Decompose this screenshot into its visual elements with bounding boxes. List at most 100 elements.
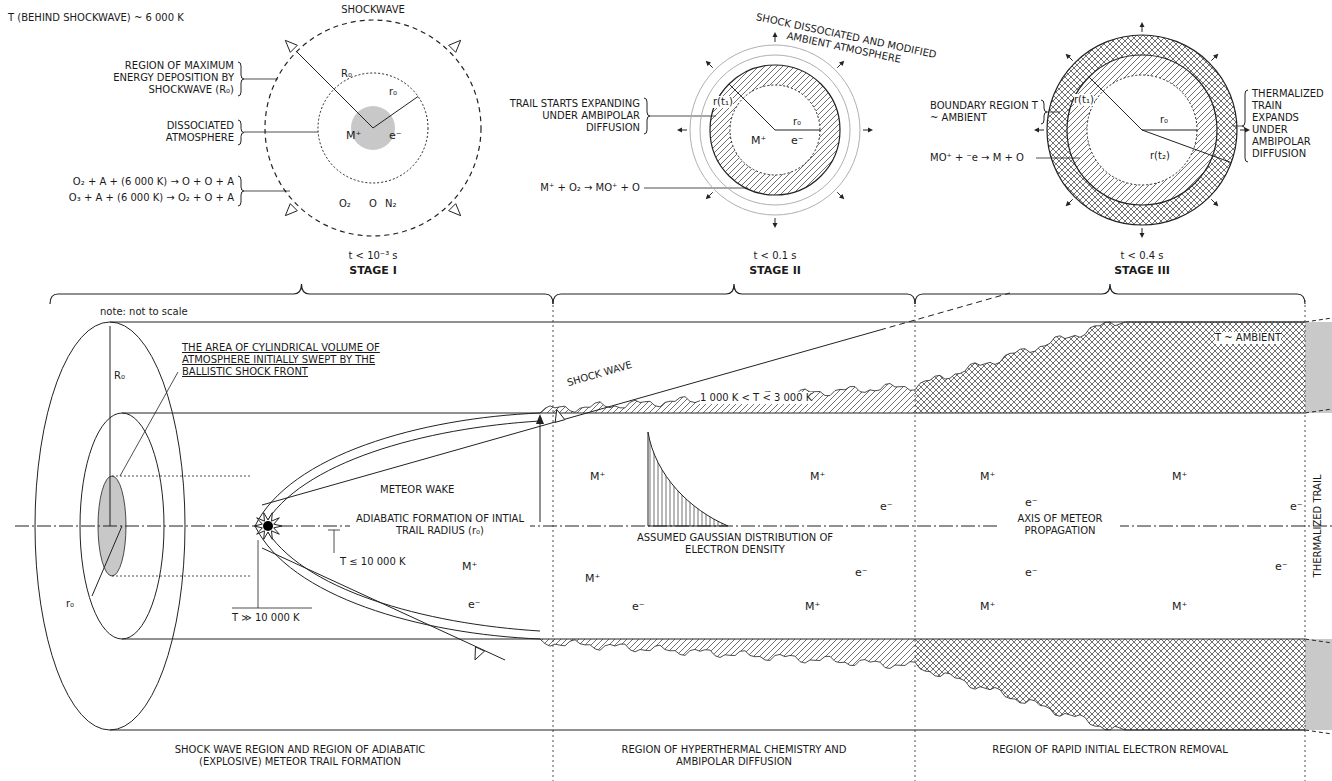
cross-section-outline — [1032, 20, 1252, 240]
annotation-label: t < 0.4 s — [1121, 250, 1164, 262]
annotation-label: T ≤ 10 000 K — [340, 556, 406, 568]
radius-line — [1089, 77, 1142, 130]
annotation-label: e⁻ — [880, 500, 893, 513]
arrow-head — [1140, 233, 1145, 238]
radius-dimension — [540, 421, 541, 522]
node-label: r₀ — [1160, 114, 1168, 126]
annotation-label: M⁺ — [462, 560, 477, 573]
arrow-head — [475, 647, 485, 660]
expansion-arrow — [837, 64, 841, 68]
annotation-label: e⁻ — [1290, 500, 1303, 513]
radius-line — [297, 52, 373, 128]
arrow-head — [1066, 201, 1071, 206]
cross-section-outline — [253, 8, 493, 248]
temperature-marker — [232, 608, 312, 609]
annotation-label: T (BEHIND SHOCKWAVE) ~ 6 000 K — [8, 12, 184, 24]
expansion-arrow — [682, 130, 687, 131]
leader-line — [650, 116, 716, 117]
arrow-head — [449, 204, 461, 216]
curly-brace — [238, 176, 244, 206]
expansion-arrow — [863, 130, 868, 131]
trail-edge-continuation — [1305, 318, 1332, 322]
arrow-head — [706, 61, 711, 66]
annotation-label: M⁺ — [585, 572, 600, 585]
annotation-label: M⁺ — [980, 600, 995, 613]
expansion-arrow — [709, 192, 713, 196]
gaussian-profile — [648, 432, 728, 526]
expansion-arrow — [837, 192, 841, 196]
shock-wave-line — [880, 293, 1010, 330]
stage-cross-section: SHOCKWAVER₀r₀M⁺e⁻O₂ON₂ — [253, 8, 493, 248]
ambient-boundary — [690, 45, 860, 215]
radius-line — [92, 526, 122, 596]
annotation-label: REGION OF HYPERTHERMAL CHEMISTRY AND AMB… — [619, 744, 849, 768]
stage-bracket — [915, 284, 1305, 304]
meteor-flash — [254, 513, 282, 540]
node-label: O — [369, 198, 377, 210]
curly-brace — [238, 120, 244, 145]
stage-bracket — [50, 284, 553, 304]
annotation-label: e⁻ — [632, 600, 645, 613]
thermal-band — [540, 639, 915, 668]
annotation-label: O₃ + A + (6 000 K) → O₂ + O + A — [69, 192, 234, 204]
annotation-label: O₂ + A + (6 000 K) → O + O + A — [73, 176, 234, 188]
expansion-arrow — [709, 64, 713, 68]
arrow-head — [1245, 128, 1250, 133]
radius-line — [1142, 130, 1197, 131]
node-label: r₀ — [793, 116, 801, 128]
thermal-band — [540, 384, 915, 413]
leader-line — [244, 132, 318, 133]
trail-outer-edge — [110, 322, 1305, 323]
node-label: r₀ — [389, 86, 397, 98]
temperature-marker — [328, 530, 340, 531]
node-label: O₂ — [339, 198, 351, 210]
annotation-label: M⁺ — [1172, 470, 1187, 483]
arrow-head — [773, 223, 778, 228]
annotation-label: STAGE II — [749, 264, 801, 277]
expansion-arrow — [1142, 228, 1143, 233]
expansion-arrow — [1142, 27, 1143, 32]
swept-volume-outline — [112, 576, 250, 577]
expansion-arrow — [1211, 57, 1215, 61]
annotation-label: MO⁺ + ⁻e → M + O — [930, 152, 1024, 164]
arrow-head — [677, 128, 682, 133]
radius-line — [373, 97, 418, 129]
trail-edge-continuation — [1305, 730, 1332, 734]
node-label: e⁻ — [791, 134, 804, 147]
arrow-head — [1066, 54, 1071, 59]
band-edge — [540, 639, 915, 668]
annotation-label: R₀ — [114, 370, 125, 382]
cross-section-outline — [675, 30, 875, 230]
leader-line — [644, 188, 748, 189]
expansion-arrow — [1069, 57, 1073, 61]
annotation-label: REGION OF RAPID INITIAL ELECTRON REMOVAL — [992, 744, 1228, 756]
stage-divider — [553, 300, 554, 781]
expansion-arrow — [1240, 130, 1245, 131]
expansion-arrow — [775, 218, 776, 223]
node-label: e⁻ — [389, 129, 402, 142]
node-label: r(t₁) — [1074, 94, 1094, 106]
trail-radius-edge — [122, 639, 1305, 640]
trail-radius-circle — [730, 85, 820, 175]
annotation-label: STAGE III — [1114, 264, 1170, 277]
trail-edge-continuation — [1305, 409, 1332, 413]
temperature-marker — [334, 530, 335, 553]
arrow-head — [868, 128, 873, 133]
ambient-boundary — [700, 55, 850, 205]
arrow-head — [839, 194, 844, 199]
annotation-label: T ≫ 10 000 K — [232, 612, 300, 624]
arrow-head — [706, 194, 711, 199]
annotation-label: M⁺ — [810, 470, 825, 483]
leader-line — [244, 79, 278, 80]
thermal-band — [915, 639, 1305, 730]
band-edge — [915, 662, 1305, 730]
thermalized-band — [1305, 322, 1332, 413]
arrow-head — [555, 409, 565, 422]
swept-volume-outline — [112, 476, 250, 477]
annotation-label: T ~ AMBIENT — [1215, 332, 1281, 344]
curly-brace — [238, 62, 244, 96]
annotation-label: t < 0.1 s — [754, 250, 797, 262]
arrow-head — [285, 40, 297, 52]
meteor-wake-boundary — [255, 413, 540, 639]
